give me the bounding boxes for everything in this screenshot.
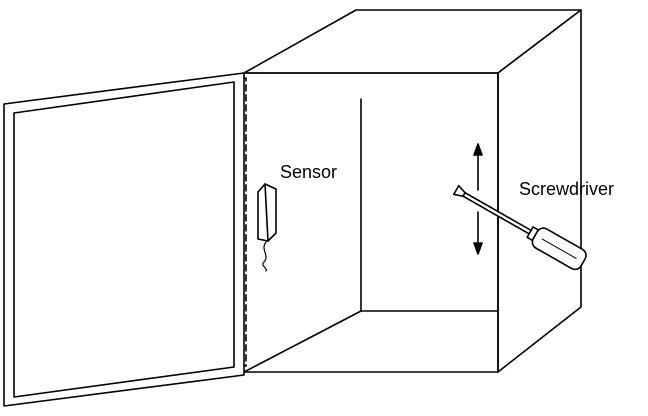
sensor-label: Sensor bbox=[280, 162, 337, 182]
sensor-edge bbox=[264, 183, 269, 242]
door-sensor bbox=[257, 183, 277, 272]
screwdriver-handle-groove bbox=[541, 238, 577, 259]
cabinet bbox=[243, 9, 582, 373]
arrow-head-up bbox=[473, 143, 483, 156]
open-door bbox=[3, 72, 245, 407]
screwdriver-icon bbox=[452, 184, 587, 271]
door-outer-edge bbox=[3, 72, 245, 407]
cabinet-interior-floor-diagonal bbox=[243, 310, 362, 373]
arrow-head-down bbox=[473, 242, 483, 255]
cabinet-front-edge bbox=[243, 72, 499, 373]
up-down-arrow-icon bbox=[473, 143, 483, 255]
sensor-wire bbox=[262, 241, 267, 272]
screwdriver-label: Screwdriver bbox=[519, 179, 614, 199]
door-inner-panel bbox=[13, 81, 235, 398]
